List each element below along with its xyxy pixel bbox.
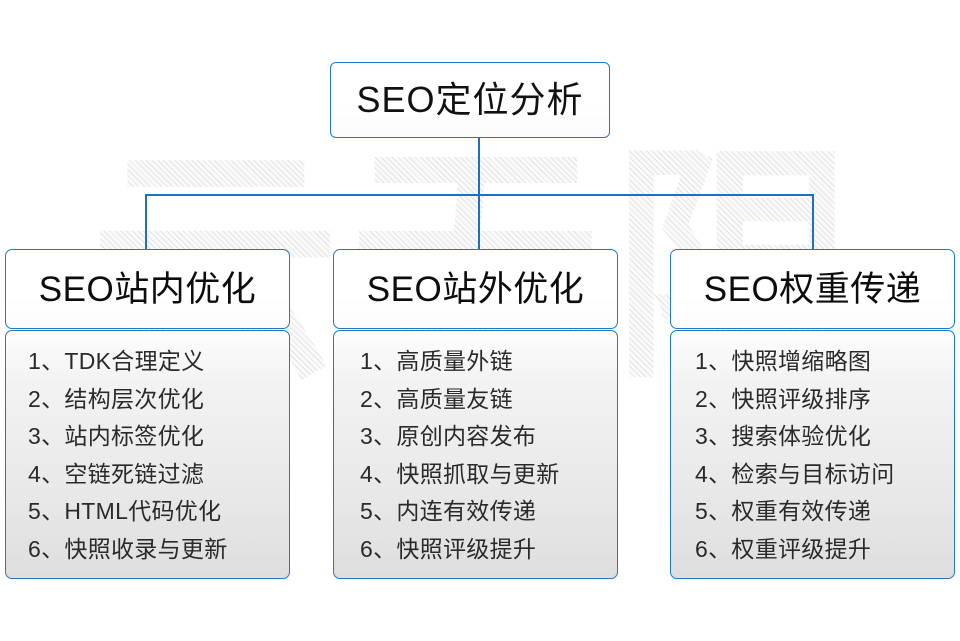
list-item: 3、原创内容发布 [360,423,537,450]
column-header-3[interactable]: SEO权重传递 [670,249,955,329]
column-seo-offsite: SEO站外优化 1、高质量外链 2、高质量友链 3、原创内容发布 4、快照抓取与… [333,249,618,579]
column-body-3: 1、快照增缩略图 2、快照评级排序 3、搜索体验优化 4、检索与目标访问 5、权… [670,330,955,579]
root-node[interactable]: SEO定位分析 [330,62,610,138]
list-item: 4、快照抓取与更新 [360,460,560,487]
connector-root-stem [478,138,480,195]
column-list-2: 1、高质量外链 2、高质量友链 3、原创内容发布 4、快照抓取与更新 5、内连有… [334,343,617,568]
list-item: 1、高质量外链 [360,348,513,375]
list-item: 1、快照增缩略图 [695,348,872,375]
list-item: 3、站内标签优化 [28,423,205,450]
column-list-3: 1、快照增缩略图 2、快照评级排序 3、搜索体验优化 4、检索与目标访问 5、权… [671,343,954,568]
column-header-1[interactable]: SEO站内优化 [5,249,290,329]
list-item: 5、内连有效传递 [360,498,537,525]
column-header-label-1: SEO站内优化 [38,269,257,309]
list-item: 4、检索与目标访问 [695,460,895,487]
connector-horizontal-bus [145,194,814,196]
root-node-label: SEO定位分析 [356,79,584,120]
list-item: 3、搜索体验优化 [695,423,872,450]
list-item: 5、权重有效传递 [695,498,872,525]
list-item: 1、TDK合理定义 [28,348,205,375]
connector-drop-column-1 [145,194,147,250]
list-item: 5、HTML代码优化 [28,498,222,525]
column-header-label-2: SEO站外优化 [366,269,585,309]
column-header-2[interactable]: SEO站外优化 [333,249,618,329]
list-item: 2、结构层次优化 [28,385,205,412]
list-item: 6、快照评级提升 [360,535,537,562]
column-list-1: 1、TDK合理定义 2、结构层次优化 3、站内标签优化 4、空链死链过滤 5、H… [6,343,289,568]
column-body-1: 1、TDK合理定义 2、结构层次优化 3、站内标签优化 4、空链死链过滤 5、H… [5,330,290,579]
list-item: 4、空链死链过滤 [28,460,205,487]
list-item: 2、高质量友链 [360,385,513,412]
connector-drop-column-3 [812,194,814,250]
column-body-2: 1、高质量外链 2、高质量友链 3、原创内容发布 4、快照抓取与更新 5、内连有… [333,330,618,579]
connector-drop-column-2 [478,194,480,250]
column-seo-onsite: SEO站内优化 1、TDK合理定义 2、结构层次优化 3、站内标签优化 4、空链… [5,249,290,579]
list-item: 2、快照评级排序 [695,385,872,412]
list-item: 6、权重评级提升 [695,535,872,562]
list-item: 6、快照收录与更新 [28,535,228,562]
column-seo-weight-transfer: SEO权重传递 1、快照增缩略图 2、快照评级排序 3、搜索体验优化 4、检索与… [670,249,955,579]
column-header-label-3: SEO权重传递 [703,269,922,309]
